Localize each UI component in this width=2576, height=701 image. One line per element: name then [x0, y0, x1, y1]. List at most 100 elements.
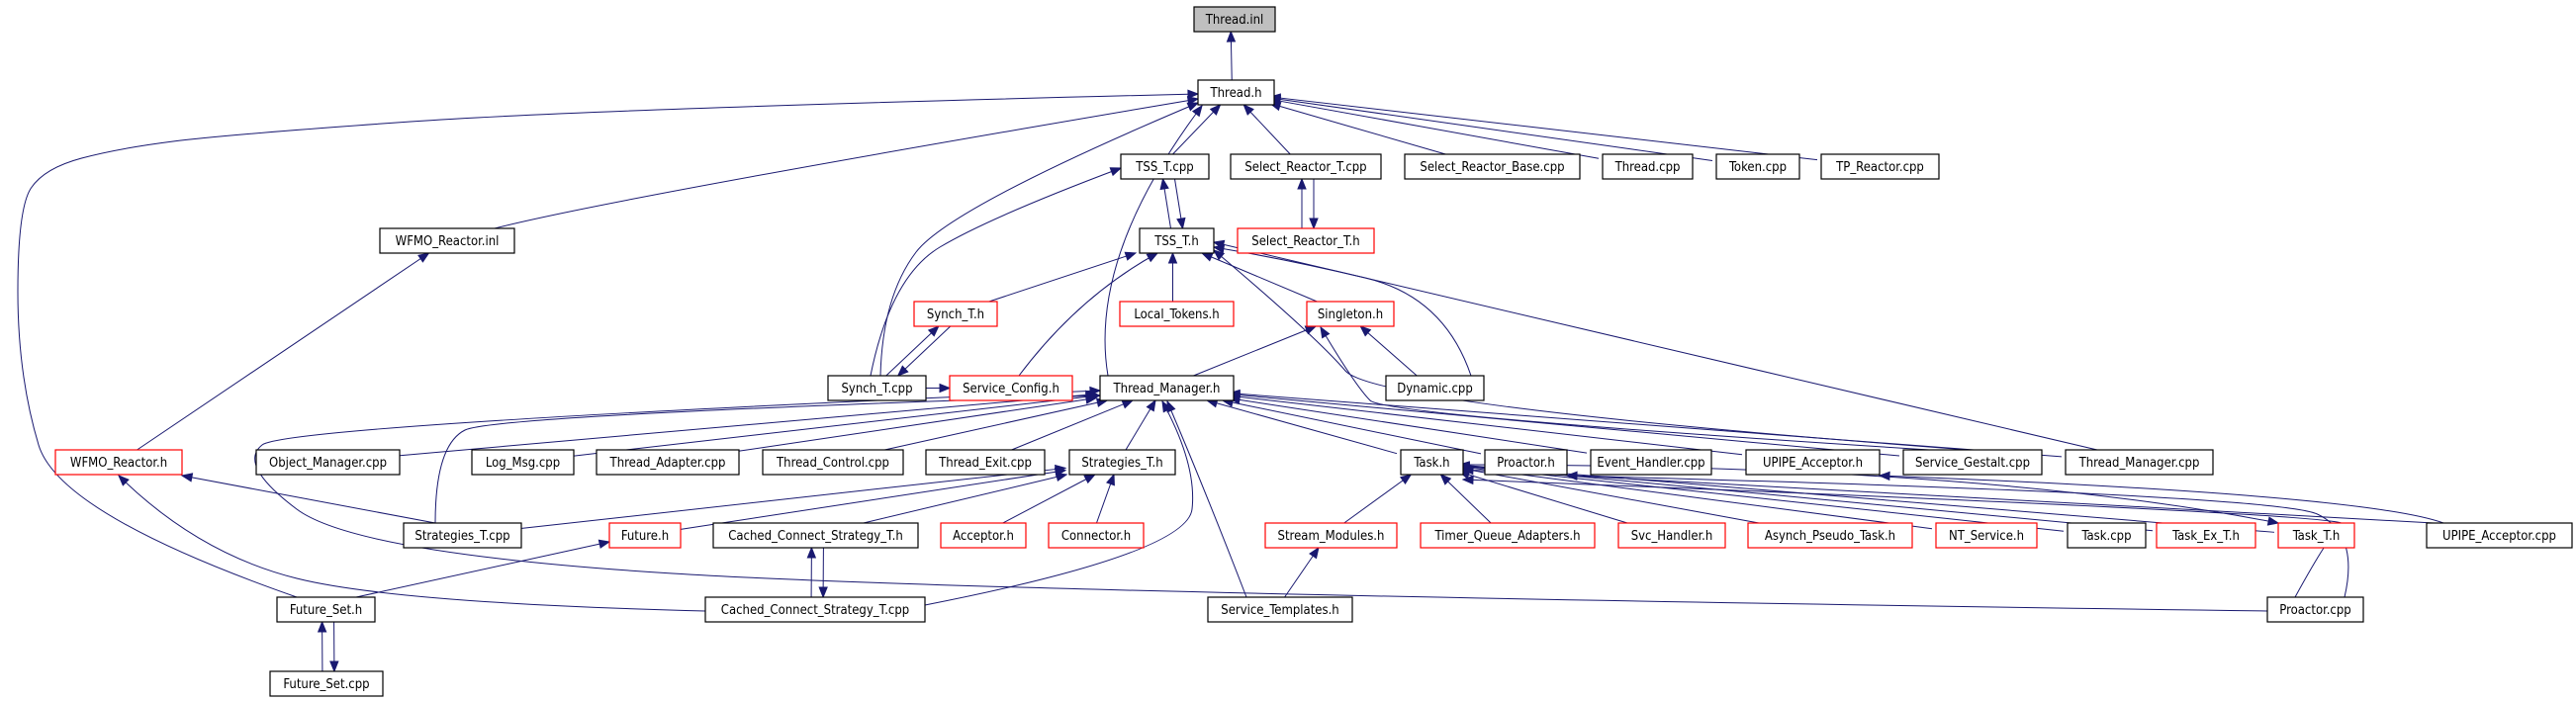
node-proactor-cpp[interactable]: Proactor.cpp	[2266, 596, 2364, 623]
node-thread-manager-cpp[interactable]: Thread_Manager.cpp	[2065, 449, 2214, 476]
node-box[interactable]	[2426, 522, 2573, 549]
node-future-set-cpp[interactable]: Future_Set.cpp	[269, 670, 384, 697]
node-box[interactable]	[1745, 449, 1881, 476]
node-dynamic-cpp[interactable]: Dynamic.cpp	[1385, 375, 1485, 401]
node-singleton-h[interactable]: Singleton.h	[1306, 301, 1395, 327]
node-service-gestalt-cpp[interactable]: Service_Gestalt.cpp	[1902, 449, 2043, 476]
node-box[interactable]	[925, 449, 1046, 476]
node-box[interactable]	[1048, 522, 1145, 549]
node-box[interactable]	[608, 522, 682, 549]
node-box[interactable]	[1617, 522, 1726, 549]
node-nt-service-h[interactable]: NT_Service.h	[1935, 522, 2038, 549]
node-box[interactable]	[827, 375, 927, 401]
node-task-cpp[interactable]: Task.cpp	[2067, 522, 2147, 549]
node-cached-connect-strategy-t-h[interactable]: Cached_Connect_Strategy_T.h	[712, 522, 919, 549]
node-box[interactable]	[712, 522, 919, 549]
node-box[interactable]	[1120, 153, 1210, 180]
node-service-templates-h[interactable]: Service_Templates.h	[1207, 596, 1353, 623]
node-log-msg-cpp[interactable]: Log_Msg.cpp	[471, 449, 575, 476]
node-box[interactable]	[1385, 375, 1485, 401]
node-label: TSS_T.h	[1153, 234, 1199, 249]
node-box[interactable]	[269, 670, 384, 697]
node-service-config-h[interactable]: Service_Config.h	[949, 375, 1073, 401]
node-box[interactable]	[1068, 449, 1176, 476]
node-box[interactable]	[2067, 522, 2147, 549]
node-box[interactable]	[276, 596, 376, 623]
node-box[interactable]	[1400, 449, 1464, 476]
node-future-set-h[interactable]: Future_Set.h	[276, 596, 376, 623]
node-connector-h[interactable]: Connector.h	[1048, 522, 1145, 549]
node-task-ex-t-h[interactable]: Task_Ex_T.h	[2156, 522, 2256, 549]
node-proactor-h[interactable]: Proactor.h	[1484, 449, 1568, 476]
node-box[interactable]	[1264, 522, 1398, 549]
node-acceptor-h[interactable]: Acceptor.h	[940, 522, 1027, 549]
node-thread-adapter-cpp[interactable]: Thread_Adapter.cpp	[596, 449, 740, 476]
node-box[interactable]	[1484, 449, 1568, 476]
node-box[interactable]	[940, 522, 1027, 549]
node-object-manager-cpp[interactable]: Object_Manager.cpp	[255, 449, 401, 476]
node-asynch-pseudo-task-h[interactable]: Asynch_Pseudo_Task.h	[1747, 522, 1913, 549]
node-wfmo-reactor-h[interactable]: WFMO_Reactor.h	[54, 449, 183, 476]
node-box[interactable]	[1207, 596, 1353, 623]
node-tp-reactor-cpp[interactable]: TP_Reactor.cpp	[1820, 153, 1940, 180]
node-box[interactable]	[1715, 153, 1800, 180]
node-thread-cpp[interactable]: Thread.cpp	[1602, 153, 1694, 180]
node-future-h[interactable]: Future.h	[608, 522, 682, 549]
node-local-tokens-h[interactable]: Local_Tokens.h	[1119, 301, 1235, 327]
node-box[interactable]	[471, 449, 575, 476]
edge-select-reactor-t-cpp-to-select-reactor-t-h	[1309, 179, 1319, 230]
node-strategies-t-h[interactable]: Strategies_T.h	[1068, 449, 1176, 476]
node-cached-connect-strategy-t-cpp[interactable]: Cached_Connect_Strategy_T.cpp	[704, 596, 926, 623]
node-box[interactable]	[1420, 522, 1596, 549]
node-box[interactable]	[379, 227, 515, 254]
node-box[interactable]	[1590, 449, 1712, 476]
node-timer-queue-adapters-h[interactable]: Timer_Queue_Adapters.h	[1420, 522, 1596, 549]
node-box[interactable]	[596, 449, 740, 476]
node-svc-handler-h[interactable]: Svc_Handler.h	[1617, 522, 1726, 549]
node-upipe-acceptor-h[interactable]: UPIPE_Acceptor.h	[1745, 449, 1881, 476]
node-synch-t-cpp[interactable]: Synch_T.cpp	[827, 375, 927, 401]
node-box[interactable]	[1902, 449, 2043, 476]
node-box[interactable]	[1197, 79, 1275, 106]
node-box[interactable]	[1404, 153, 1581, 180]
node-task-h[interactable]: Task.h	[1400, 449, 1464, 476]
node-thread-exit-cpp[interactable]: Thread_Exit.cpp	[925, 449, 1046, 476]
node-strategies-t-cpp[interactable]: Strategies_T.cpp	[403, 522, 522, 549]
node-box[interactable]	[704, 596, 926, 623]
node-upipe-acceptor-cpp[interactable]: UPIPE_Acceptor.cpp	[2426, 522, 2573, 549]
node-wfmo-reactor-inl[interactable]: WFMO_Reactor.inl	[379, 227, 515, 254]
node-box[interactable]	[2277, 522, 2355, 549]
node-box[interactable]	[913, 301, 998, 327]
node-box[interactable]	[1139, 227, 1215, 254]
node-stream-modules-h[interactable]: Stream_Modules.h	[1264, 522, 1398, 549]
node-select-reactor-base-cpp[interactable]: Select_Reactor_Base.cpp	[1404, 153, 1581, 180]
node-event-handler-cpp[interactable]: Event_Handler.cpp	[1590, 449, 1712, 476]
node-box[interactable]	[1099, 375, 1235, 401]
node-box[interactable]	[1230, 153, 1382, 180]
node-box[interactable]	[2065, 449, 2214, 476]
node-box[interactable]	[1602, 153, 1694, 180]
node-box[interactable]	[1820, 153, 1940, 180]
node-task-t-h[interactable]: Task_T.h	[2277, 522, 2355, 549]
node-box[interactable]	[1237, 227, 1375, 254]
node-box[interactable]	[1119, 301, 1235, 327]
node-thread-h[interactable]: Thread.h	[1197, 79, 1275, 106]
node-thread-control-cpp[interactable]: Thread_Control.cpp	[762, 449, 904, 476]
node-box[interactable]	[1935, 522, 2038, 549]
node-thread-manager-h[interactable]: Thread_Manager.h	[1099, 375, 1235, 401]
node-token-cpp[interactable]: Token.cpp	[1715, 153, 1800, 180]
node-box[interactable]	[762, 449, 904, 476]
node-box[interactable]	[1747, 522, 1913, 549]
node-box[interactable]	[2266, 596, 2364, 623]
node-synch-t-h[interactable]: Synch_T.h	[913, 301, 998, 327]
node-tss-t-h[interactable]: TSS_T.h	[1139, 227, 1215, 254]
node-box[interactable]	[255, 449, 401, 476]
node-tss-t-cpp[interactable]: TSS_T.cpp	[1120, 153, 1210, 180]
node-box[interactable]	[1306, 301, 1395, 327]
node-select-reactor-t-h[interactable]: Select_Reactor_T.h	[1237, 227, 1375, 254]
node-box[interactable]	[403, 522, 522, 549]
node-box[interactable]	[54, 449, 183, 476]
node-select-reactor-t-cpp[interactable]: Select_Reactor_T.cpp	[1230, 153, 1382, 180]
node-box[interactable]	[2156, 522, 2256, 549]
node-box[interactable]	[949, 375, 1073, 401]
